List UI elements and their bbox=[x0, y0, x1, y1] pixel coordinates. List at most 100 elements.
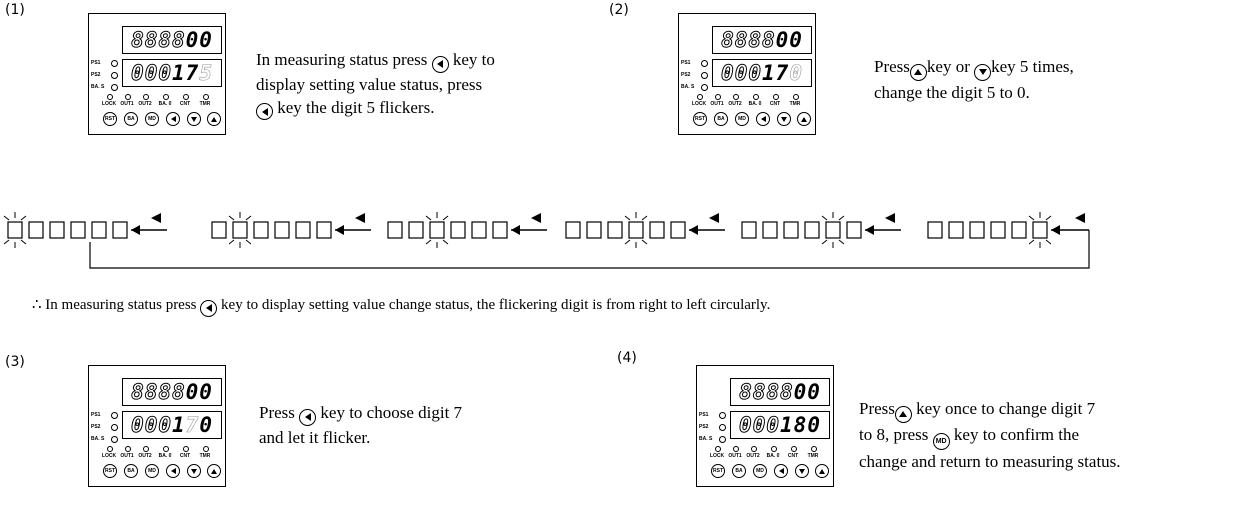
display-value-digits: 00 bbox=[185, 28, 213, 52]
digit-box bbox=[783, 221, 799, 239]
led-label: OUT1 bbox=[120, 101, 134, 107]
status-led bbox=[811, 446, 817, 452]
md-button[interactable]: MD bbox=[145, 112, 159, 126]
digit-box bbox=[49, 221, 65, 239]
setting-digit: 1 bbox=[762, 61, 776, 85]
ba-button[interactable]: BA bbox=[714, 112, 728, 126]
left-button[interactable] bbox=[166, 112, 180, 126]
step-number-2: (2) bbox=[609, 2, 629, 18]
side-label: BA. S bbox=[681, 84, 695, 90]
display-value-digits: 00 bbox=[775, 28, 803, 52]
left-arrow-icon bbox=[170, 116, 176, 122]
flicker-ray bbox=[425, 215, 432, 221]
side-label: PS2 bbox=[699, 424, 709, 430]
status-led bbox=[125, 446, 131, 452]
digit-box bbox=[649, 221, 665, 239]
digit-box bbox=[295, 221, 311, 239]
cycle-arrow-head bbox=[1051, 225, 1060, 235]
note-text-b: key to display setting value change stat… bbox=[221, 297, 771, 313]
display-ghost-digits: 8888 bbox=[131, 380, 186, 405]
digit-box bbox=[211, 221, 227, 239]
down-button[interactable] bbox=[795, 464, 809, 478]
up-button[interactable] bbox=[207, 464, 221, 478]
up-button[interactable] bbox=[797, 112, 811, 126]
rst-button[interactable]: RST bbox=[693, 112, 707, 126]
status-led bbox=[719, 412, 726, 419]
digit-box bbox=[607, 221, 623, 239]
left-key-icon bbox=[200, 299, 218, 317]
status-led bbox=[125, 94, 131, 100]
setting-digit: 8 bbox=[793, 413, 808, 437]
status-led bbox=[163, 94, 169, 100]
led-label: CNT bbox=[179, 101, 191, 107]
digit-box bbox=[948, 221, 964, 239]
step2-text-a: Press bbox=[874, 57, 910, 76]
status-led bbox=[773, 94, 779, 100]
flicker-ray bbox=[641, 239, 648, 245]
status-led bbox=[771, 446, 777, 452]
flicker-ray bbox=[1028, 215, 1035, 221]
step3-text-c: and let it flicker. bbox=[259, 427, 371, 447]
digit-box bbox=[927, 221, 943, 239]
step3-description: Press key to choose digit 7 and let it f… bbox=[259, 401, 589, 449]
up-button[interactable] bbox=[207, 112, 221, 126]
digit-box bbox=[586, 221, 602, 239]
status-led bbox=[163, 446, 169, 452]
flicker-ray bbox=[442, 215, 449, 221]
left-button[interactable] bbox=[774, 464, 788, 478]
digit-box bbox=[429, 221, 445, 239]
flicker-ray bbox=[1028, 239, 1035, 245]
left-button[interactable] bbox=[166, 464, 180, 478]
status-led bbox=[751, 446, 757, 452]
cycle-arrow-head bbox=[865, 225, 874, 235]
flicker-ray bbox=[1045, 215, 1052, 221]
status-led bbox=[733, 94, 739, 100]
rst-button[interactable]: RST bbox=[711, 464, 725, 478]
setting-digit: 0 bbox=[158, 413, 172, 438]
cycle-note: ∴ In measuring status press key to displ… bbox=[32, 295, 770, 317]
setting-digit: 0 bbox=[752, 413, 767, 438]
side-label: PS2 bbox=[91, 424, 101, 430]
status-led bbox=[111, 84, 118, 91]
flicker-ray bbox=[442, 239, 449, 245]
status-led bbox=[143, 446, 149, 452]
down-arrow-icon bbox=[191, 116, 197, 122]
left-button[interactable] bbox=[756, 112, 770, 126]
md-button[interactable]: MD bbox=[753, 464, 767, 478]
setting-digit: 0 bbox=[144, 413, 159, 438]
down-button[interactable] bbox=[777, 112, 791, 126]
setting-digit: 0 bbox=[131, 413, 145, 438]
step-number-3: (3) bbox=[5, 354, 25, 370]
status-led bbox=[203, 446, 209, 452]
digit-box bbox=[316, 221, 332, 239]
down-button[interactable] bbox=[187, 112, 201, 126]
ba-button[interactable]: BA bbox=[124, 112, 138, 126]
status-led bbox=[719, 436, 726, 443]
step4-text-a: Press bbox=[859, 399, 895, 418]
display-value-digits: 00 bbox=[793, 380, 821, 404]
rst-button[interactable]: RST bbox=[103, 464, 117, 478]
flicker-ray bbox=[624, 239, 631, 245]
rst-button[interactable]: RST bbox=[103, 112, 117, 126]
status-led bbox=[701, 72, 708, 79]
digit-box bbox=[28, 221, 44, 239]
digit-box bbox=[804, 221, 820, 239]
digit-box bbox=[91, 221, 107, 239]
down-button[interactable] bbox=[187, 464, 201, 478]
ba-button[interactable]: BA bbox=[124, 464, 138, 478]
side-label: BA. S bbox=[699, 436, 713, 442]
digit-box bbox=[990, 221, 1006, 239]
step4-text-e: change and return to measuring status. bbox=[859, 451, 1121, 471]
step1-text-c: display setting value status, press bbox=[256, 74, 483, 94]
up-button[interactable] bbox=[815, 464, 829, 478]
ba-button[interactable]: BA bbox=[732, 464, 746, 478]
flicker-ray bbox=[838, 215, 845, 221]
status-led bbox=[715, 94, 721, 100]
setting-digit: 0 bbox=[739, 413, 753, 438]
return-loop-line bbox=[89, 230, 1090, 269]
md-button[interactable]: MD bbox=[735, 112, 749, 126]
md-button[interactable]: MD bbox=[145, 464, 159, 478]
